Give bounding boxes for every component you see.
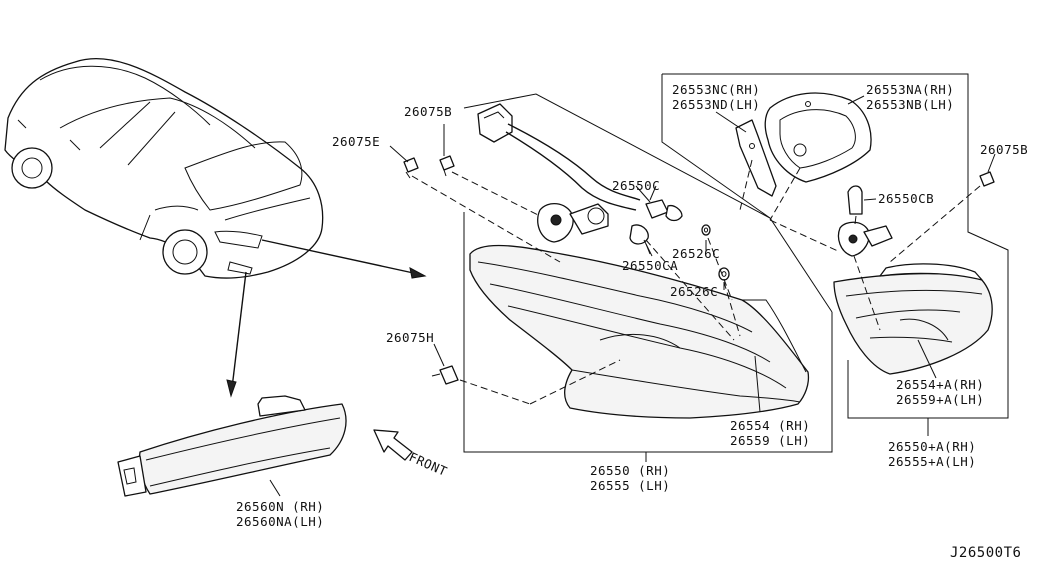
label-26559-lh: 26559 (LH) (730, 433, 810, 448)
label-26526C-upper: 26526C (672, 246, 720, 261)
label-26550CB: 26550CB (878, 191, 934, 206)
label-26075H: 26075H (386, 330, 434, 345)
label-26550-rh: 26550 (RH) (590, 463, 670, 478)
bulb-socket (537, 185, 683, 243)
label-26526C-lower: 26526C (670, 284, 718, 299)
label-26555-lh: 26555 (LH) (590, 478, 670, 493)
assembly-dashed-lines (411, 159, 981, 405)
label-26555A-lh: 26555+A(LH) (888, 454, 976, 469)
inner-trunk-lamp (833, 263, 993, 375)
assembly-bracket-main (463, 93, 833, 453)
rear-combination-lamp (469, 244, 810, 419)
leader-lines (269, 95, 996, 497)
label-26554-rh: 26554 (RH) (730, 418, 810, 433)
label-26075B-left: 26075B (404, 104, 452, 119)
wire-harness (477, 103, 641, 211)
inner-bulb-socket (837, 185, 893, 257)
part-labels: 26075B 26075E 26075B 26075H 26553NC(RH) … (236, 82, 1028, 561)
lamp-bracket (735, 119, 777, 197)
clip-26075H (431, 365, 459, 385)
label-26559A-lh: 26559+A(LH) (896, 392, 984, 407)
washer-upper (701, 224, 711, 236)
label-26075E: 26075E (332, 134, 380, 149)
clip-26075B-right (979, 171, 995, 187)
label-26560NA-lh: 26560NA(LH) (236, 514, 324, 529)
clip-26075E (403, 157, 419, 179)
diagram-id: J26500T6 (950, 545, 1021, 561)
label-26553ND: 26553ND(LH) (672, 97, 760, 112)
assembly-bracket-inner (661, 73, 1009, 419)
front-label: FRONT (407, 449, 450, 479)
label-26550A-rh: 26550+A(RH) (888, 439, 976, 454)
label-26560N-rh: 26560N (RH) (236, 499, 324, 514)
lamp-gasket (764, 92, 872, 183)
label-26550C: 26550C (612, 178, 660, 193)
bulb-26550CA (629, 224, 653, 257)
label-26553NB: 26553NB(LH) (866, 97, 954, 112)
clip-26075B-left (439, 155, 455, 177)
front-arrow-icon (373, 429, 413, 461)
callout-arrows (226, 239, 427, 398)
label-26553NA: 26553NA(RH) (866, 82, 954, 97)
label-26075B-right: 26075B (980, 142, 1028, 157)
car-illustration (4, 58, 324, 279)
label-26550CA: 26550CA (622, 258, 678, 273)
label-26553NC: 26553NC(RH) (672, 82, 760, 97)
label-26554A-rh: 26554+A(RH) (896, 377, 984, 392)
side-marker-reflector (117, 395, 347, 497)
